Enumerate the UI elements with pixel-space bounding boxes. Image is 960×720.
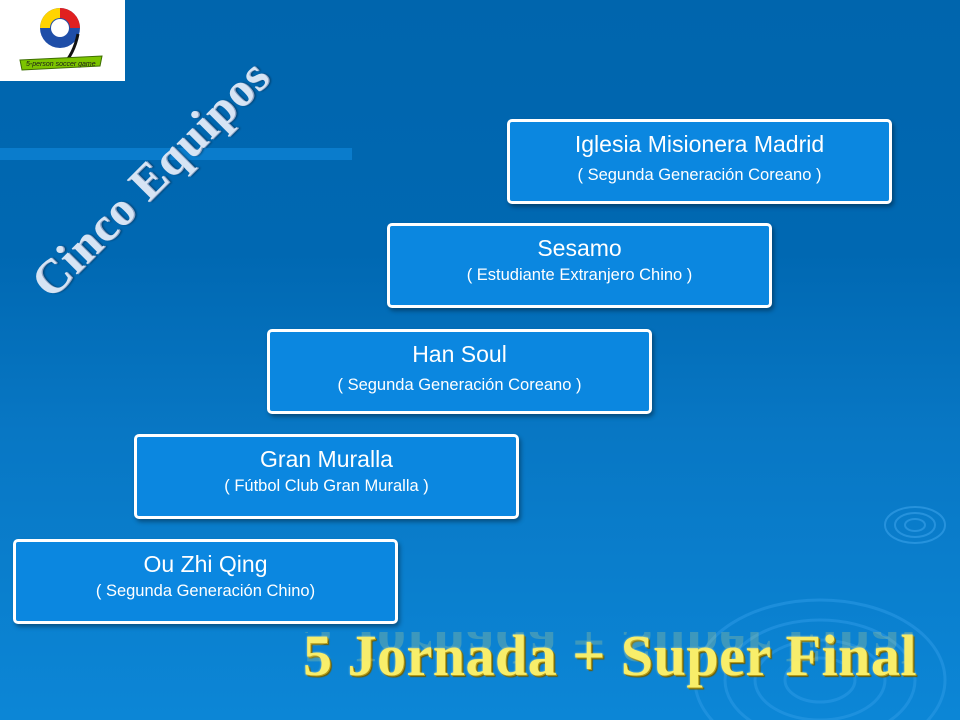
team-name: Iglesia Misionera Madrid: [574, 131, 825, 157]
footer-title-reflection: 5 Jornada + Super Final: [303, 632, 917, 675]
team-subtitle: ( Segunda Generación Coreano ): [577, 166, 822, 184]
team-subtitle: ( Fútbol Club Gran Muralla ): [224, 477, 429, 495]
team-name: Sesamo: [537, 235, 622, 261]
soccer-logo-icon: 5-person soccer game: [19, 8, 103, 71]
team-subtitle: ( Segunda Generación Chino): [95, 582, 316, 600]
team-name: Ou Zhi Qing: [143, 551, 268, 577]
footer-title: 5 Jornada + Super Final: [303, 623, 917, 688]
team-card-han-soul: Han Soul ( Segunda Generación Coreano ): [267, 329, 652, 414]
team-name: Gran Muralla: [260, 446, 393, 472]
team-card-gran-muralla: Gran Muralla ( Fútbol Club Gran Muralla …: [134, 434, 519, 519]
svg-text:5-person soccer game: 5-person soccer game: [26, 61, 96, 68]
team-subtitle: ( Segunda Generación Coreano ): [337, 376, 582, 394]
accent-bar: [0, 148, 352, 160]
section-title: Cinco Equipos: [21, 49, 281, 309]
team-card-ou-zhi-qing: Ou Zhi Qing ( Segunda Generación Chino): [13, 539, 398, 624]
logo: 5-person soccer game: [0, 0, 125, 81]
team-card-sesamo: Sesamo ( Estudiante Extranjero Chino ): [387, 223, 772, 308]
team-card-iglesia: Iglesia Misionera Madrid ( Segunda Gener…: [507, 119, 892, 204]
team-subtitle: ( Estudiante Extranjero Chino ): [466, 266, 693, 284]
water-ripple-small-icon: [884, 506, 946, 544]
team-name: Han Soul: [412, 341, 507, 367]
